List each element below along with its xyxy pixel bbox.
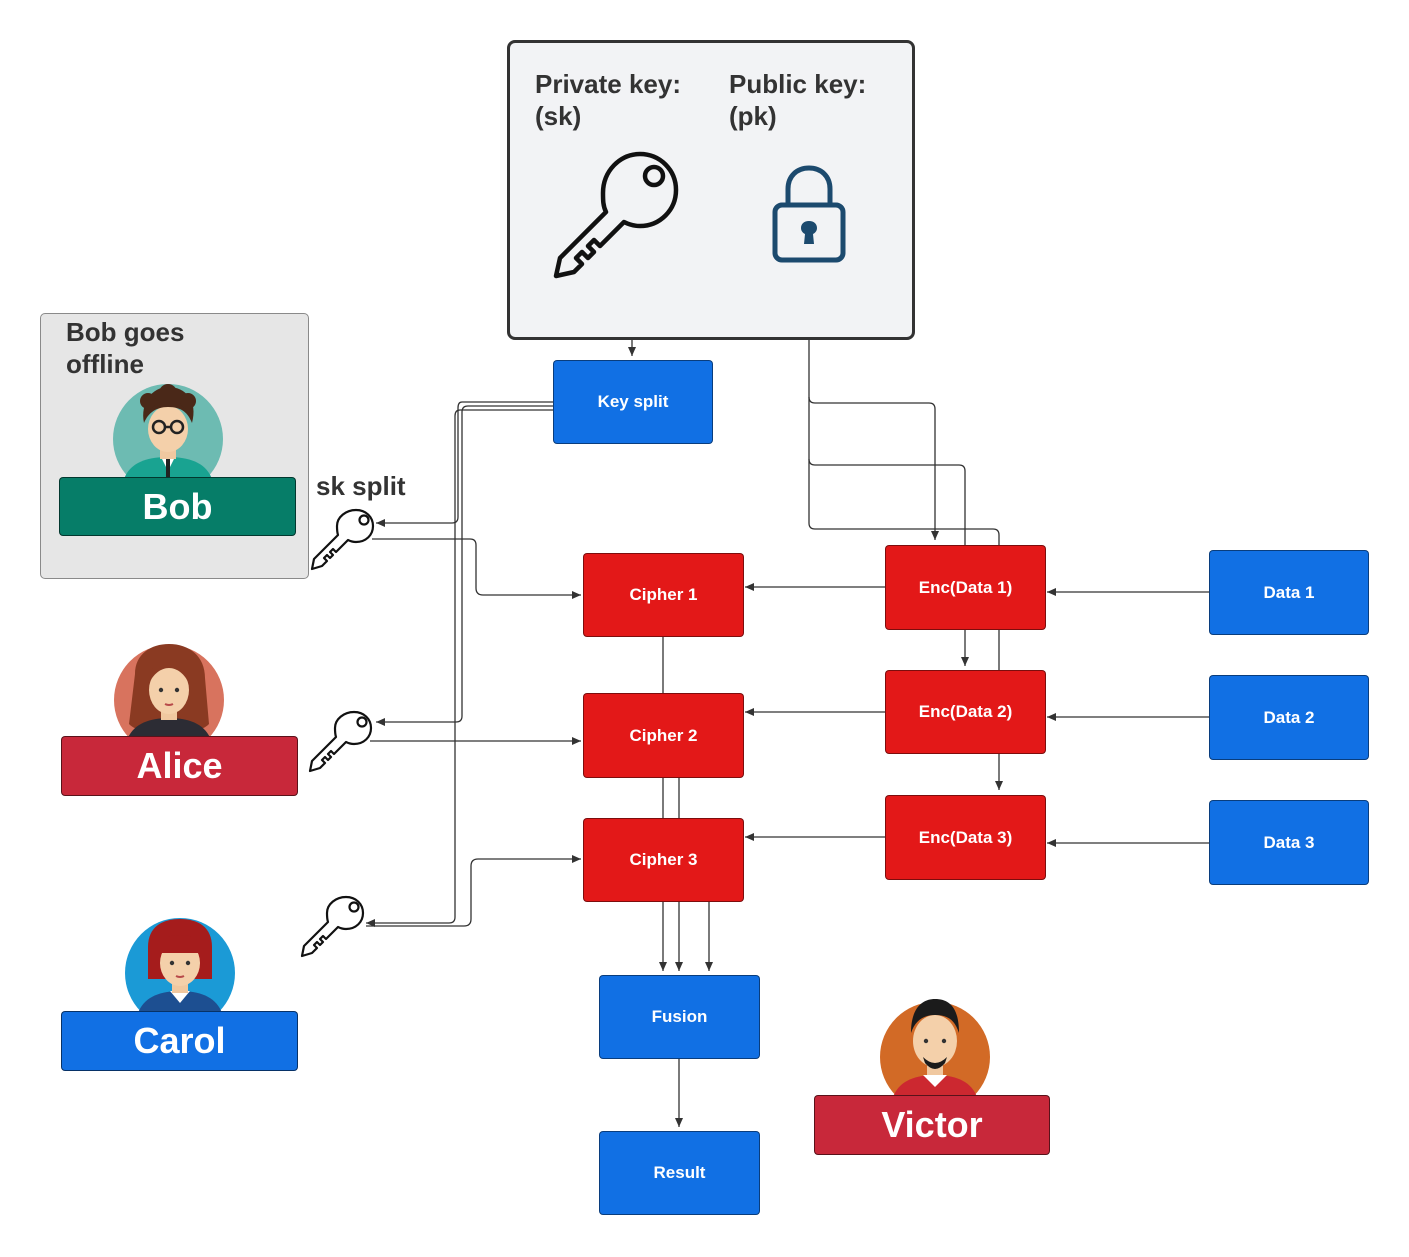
enc-data-3-node: Enc(Data 3) [885,795,1046,880]
cipher-1-node: Cipher 1 [583,553,744,637]
edge-bob-key-to-cipher1 [372,538,581,599]
padlock-icon [772,165,846,263]
cipher-2-node: Cipher 2 [583,693,744,778]
bob-avatar [113,384,223,477]
carol-key-share-icon [300,895,365,958]
alice-name-plate: Alice [61,736,298,796]
enc-data-2-node: Enc(Data 2) [885,670,1046,754]
carol-name-plate: Carol [61,1011,298,1071]
offline-title: Bob goes offline [66,317,185,379]
carol-avatar [125,918,235,1011]
alice-avatar [114,644,224,738]
sk-split-label: sk split [316,471,406,501]
edge-keysplit-to-alice-key [376,405,553,726]
enc-data-1-node: Enc(Data 1) [885,545,1046,630]
key-icon [553,151,679,279]
key-generation-panel [507,40,915,340]
key-split-node: Key split [553,360,713,444]
data-2-node: Data 2 [1209,675,1369,760]
edge-carol-key-to-cipher3 [366,855,581,927]
cipher-3-node: Cipher 3 [583,818,744,902]
public-key-label: Public key: (pk) [729,69,867,131]
victor-name-plate: Victor [814,1095,1050,1155]
bob-name-plate: Bob [59,477,296,536]
bob-key-share-icon [310,508,375,571]
victor-avatar [880,999,990,1095]
fusion-node: Fusion [599,975,760,1059]
alice-key-share-icon [308,710,373,773]
edge-keysplit-to-carol-key [366,409,553,927]
data-1-node: Data 1 [1209,550,1369,635]
result-node: Result [599,1131,760,1215]
data-3-node: Data 3 [1209,800,1369,885]
private-key-label: Private key: (sk) [535,69,681,131]
edge-keysplit-to-bob-key [376,401,553,527]
